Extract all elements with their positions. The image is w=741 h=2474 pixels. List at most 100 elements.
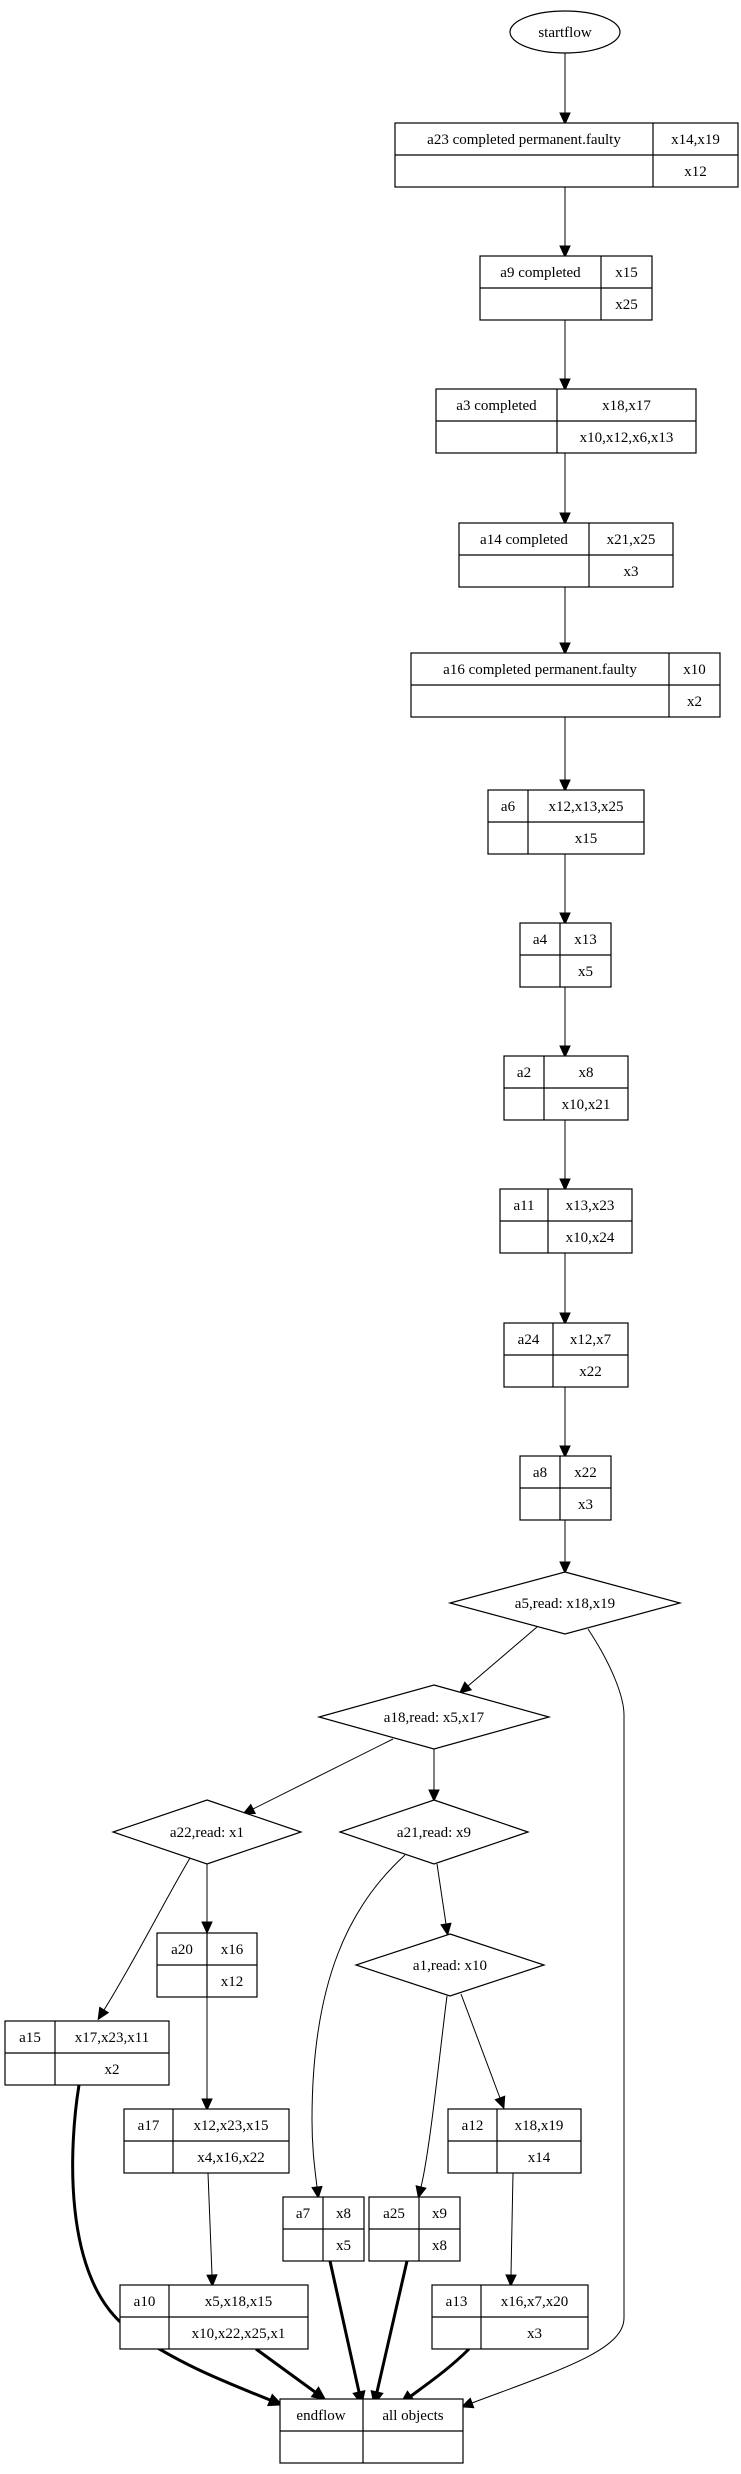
- node-label: a11: [513, 1198, 534, 1214]
- node-label: a17: [138, 2118, 160, 2134]
- arrowhead: [559, 1178, 571, 1192]
- diamond-shape: [316, 1684, 552, 1750]
- node-top-objects: x8: [579, 1065, 594, 1081]
- node-label: a2: [517, 1065, 531, 1081]
- arrowhead: [559, 912, 571, 926]
- arrowhead: [559, 1445, 571, 1459]
- edge-a10-end: [255, 2347, 316, 2394]
- edge-a7-end: [328, 2260, 361, 2393]
- node-label: a5,read: x18,x19: [515, 1596, 615, 1612]
- node-a1[interactable]: a1,read: x10: [354, 1933, 546, 1997]
- node-a18[interactable]: a18,read: x5,x17: [316, 1684, 552, 1750]
- node-bottom-objects: x25: [615, 297, 638, 313]
- arrowhead: [310, 2386, 327, 2401]
- arrowhead: [311, 2185, 323, 2200]
- diamond-shape: [338, 1799, 530, 1865]
- arrowhead: [494, 2095, 506, 2110]
- node-bottom-objects: x15: [575, 831, 598, 847]
- arrowhead: [440, 1922, 452, 1937]
- node-label: a10: [134, 2294, 156, 2310]
- arrowhead: [460, 2397, 475, 2409]
- node-top-objects: x16: [221, 1942, 244, 1958]
- node-top-objects: x16,x7,x20: [501, 2294, 569, 2310]
- node-label: a6: [501, 799, 516, 815]
- edge-a17-a10: [207, 2172, 213, 2276]
- node-top-objects: x12,x13,x25: [549, 799, 624, 815]
- node-label: a15: [19, 2030, 41, 2046]
- node-label: a18,read: x5,x17: [384, 1710, 485, 1726]
- edge-a5-end: [471, 1628, 625, 2404]
- node-label: a4: [533, 932, 548, 948]
- node-bottom-objects: x14: [528, 2150, 551, 2166]
- node-a5[interactable]: a5,read: x18,x19: [447, 1571, 683, 1635]
- node-bottom-objects: x22: [579, 1364, 602, 1380]
- node-a15[interactable]: a15 x17,x23,x11 x2: [4, 2020, 170, 2086]
- node-top-objects: x10: [683, 662, 706, 678]
- node-label: a24: [518, 1332, 540, 1348]
- node-top-objects: x18,x19: [515, 2118, 564, 2134]
- arrowhead: [559, 1312, 571, 1326]
- node-top-objects: x21,x25: [607, 532, 656, 548]
- arrowhead: [206, 2274, 218, 2288]
- node-a20[interactable]: a20 x16 x12: [156, 1932, 258, 1998]
- arrowhead: [559, 245, 571, 259]
- node-bottom-objects: x12: [221, 1974, 244, 1990]
- node-a21[interactable]: a21,read: x9: [338, 1799, 530, 1865]
- node-top-objects: x9: [432, 2206, 447, 2222]
- start-ellipse: [509, 10, 621, 54]
- arrowhead: [559, 779, 571, 793]
- nodes-layer: startflow endflow all objects a23 comple…: [4, 10, 739, 2464]
- node-bottom-objects: x2: [105, 2062, 120, 2078]
- edge-a15-end: [71, 2084, 271, 2402]
- arrowhead: [415, 2185, 427, 2199]
- edge-a22-a15: [103, 1857, 191, 2011]
- arrowhead: [97, 2006, 110, 2021]
- node-a6[interactable]: a6 x12,x13,x25 x15: [487, 789, 645, 855]
- start-node[interactable]: startflow: [509, 10, 621, 54]
- node-top-objects: x13: [574, 932, 597, 948]
- arrowhead: [458, 1681, 473, 1694]
- arrowhead: [428, 1789, 440, 1803]
- arrowhead: [201, 1921, 213, 1935]
- node-label: a1,read: x10: [413, 1958, 487, 1974]
- node-bottom-objects: x3: [578, 1497, 593, 1513]
- edge-a18-a22: [252, 1738, 394, 1810]
- diamond-shape: [111, 1799, 303, 1865]
- node-top-objects: x12,x7: [570, 1332, 612, 1348]
- node-label: a21,read: x9: [397, 1825, 471, 1841]
- arrowhead: [267, 2393, 284, 2407]
- node-bottom-objects: x10,x22,x25,x1: [192, 2326, 286, 2342]
- node-top-objects: x17,x23,x11: [75, 2030, 149, 2046]
- node-top-objects: x15: [615, 265, 638, 281]
- node-a24[interactable]: a24 x12,x7 x22: [503, 1322, 629, 1388]
- arrowhead: [559, 642, 571, 656]
- node-a12[interactable]: a12 x18,x19 x14: [447, 2108, 582, 2174]
- node-label: a25: [383, 2206, 405, 2222]
- node-a22[interactable]: a22,read: x1: [111, 1799, 303, 1865]
- edge-a1-a25: [420, 1995, 448, 2188]
- node-bottom-objects: x10,x12,x6,x13: [580, 430, 674, 446]
- node-label: a8: [533, 1465, 547, 1481]
- node-top-objects: x8: [336, 2206, 351, 2222]
- node-label: a13: [446, 2294, 468, 2310]
- node-label: a20: [171, 1942, 193, 1958]
- edge-a21-a1: [436, 1863, 447, 1925]
- node-label: a12: [462, 2118, 484, 2134]
- end-node[interactable]: endflow all objects: [279, 2398, 464, 2464]
- diamond-shape: [447, 1571, 683, 1635]
